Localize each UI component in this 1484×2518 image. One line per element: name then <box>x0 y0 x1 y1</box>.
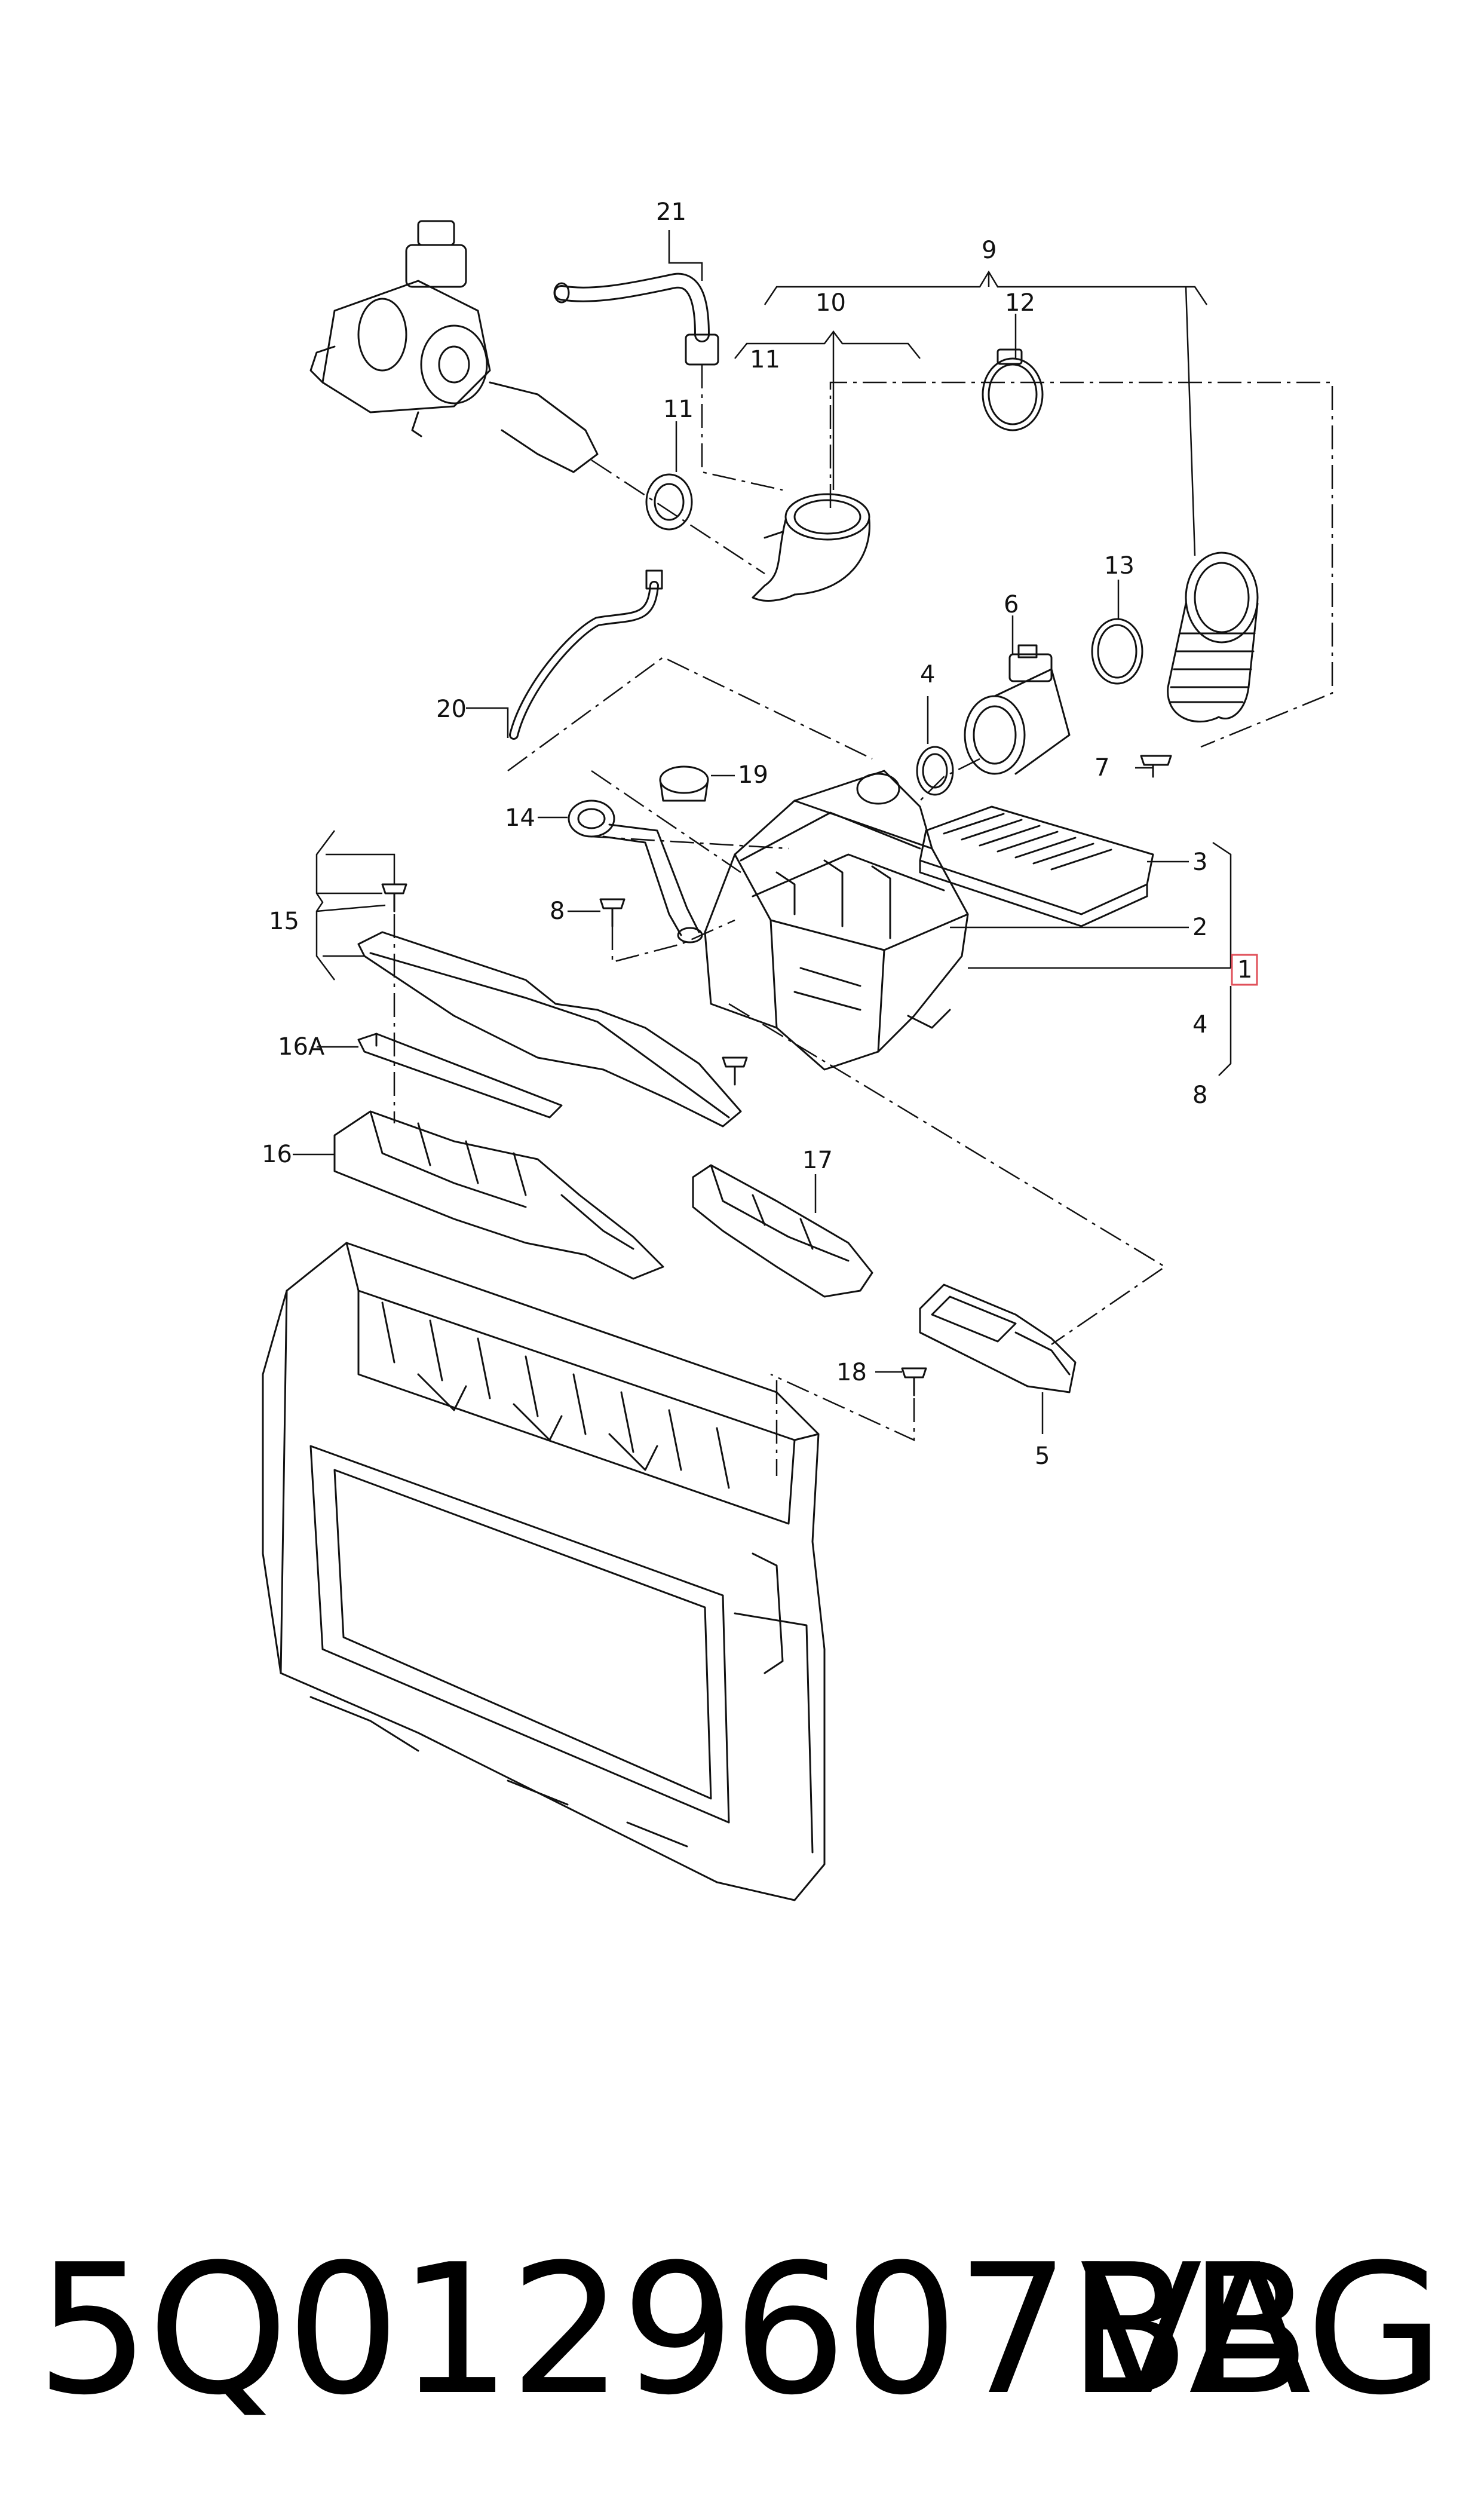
callout-8-left: 8 <box>550 897 565 925</box>
screw-15-bottom-drawing <box>722 1056 748 1086</box>
callout-6: 6 <box>1004 591 1019 618</box>
front-end-carrier-drawing <box>262 1242 826 1901</box>
dashdot-duct <box>728 1003 1167 1346</box>
intake-hose-drawing <box>1167 552 1259 723</box>
callout-17: 17 <box>802 1147 833 1174</box>
callout-5: 5 <box>1035 1442 1050 1470</box>
filter-element-drawing <box>919 805 1154 927</box>
callout-12: 12 <box>1005 289 1035 317</box>
part-number-caption: 5Q0129607BB <box>36 2226 1311 2434</box>
o-ring-left-drawing <box>645 473 693 531</box>
leader-9 <box>988 272 1196 556</box>
exploded-parts-diagram: 21 9 10 12 11 11 13 6 4 20 7 19 14 3 8 1… <box>262 198 1333 1901</box>
dashdot-screw8 <box>611 919 735 963</box>
turbocharger-drawing <box>309 220 599 473</box>
callout-11-left: 11 <box>663 396 694 423</box>
screw-15-top-drawing <box>381 883 407 912</box>
air-guide-16-drawing <box>333 1110 664 1280</box>
callout-14: 14 <box>505 804 535 832</box>
dashdot-hose14 <box>591 770 789 874</box>
grommet-19-drawing <box>659 765 709 802</box>
o-ring-4-drawing <box>916 746 954 796</box>
callout-16: 16 <box>262 1141 292 1168</box>
dashdot-clamp-line <box>829 381 1333 748</box>
callout-10: 10 <box>815 289 846 317</box>
intake-duct-5-drawing <box>919 1283 1077 1393</box>
leader-20 <box>466 707 509 738</box>
callout-21: 21 <box>656 198 686 226</box>
brand-caption: VAG <box>1080 2226 1445 2434</box>
screw-7-drawing <box>1140 755 1172 778</box>
dashdot-hose-to-elbow <box>701 364 783 491</box>
callout-13: 13 <box>1104 552 1135 580</box>
leader-15-top <box>326 853 395 884</box>
air-mass-meter-drawing <box>964 644 1071 775</box>
dashdot-screw18 <box>770 1373 915 1441</box>
callout-15: 15 <box>269 908 299 935</box>
callout-18: 18 <box>836 1359 867 1386</box>
dashdot-filter-route <box>507 656 873 772</box>
highlight-box-1 <box>1231 954 1258 986</box>
screw-18-drawing <box>901 1367 927 1396</box>
callout-1: 1 <box>1237 956 1252 984</box>
callout-19: 19 <box>738 761 768 789</box>
callout-11-top: 11 <box>750 346 780 373</box>
pipe-20-drawing <box>509 581 659 740</box>
hose-clamp-top-drawing <box>982 348 1044 431</box>
dashdot-meter <box>919 758 980 801</box>
breather-hose-drawing <box>553 272 719 366</box>
callout-4-top: 4 <box>920 661 935 688</box>
seal-strip-16a-drawing <box>357 1033 563 1119</box>
cover-seal-15-drawing <box>357 931 742 1128</box>
bracket-15 <box>315 830 386 981</box>
hose-clamp-13-drawing <box>1091 618 1143 685</box>
bracket-1 <box>1212 841 1232 1076</box>
air-guide-17-drawing <box>692 1164 873 1298</box>
callout-9: 9 <box>982 237 997 264</box>
dashdot-turbo-to-elbow <box>591 459 765 575</box>
callout-3: 3 <box>1192 848 1207 876</box>
leader-21 <box>668 230 703 281</box>
hose-14-drawing <box>568 799 703 944</box>
callout-7: 7 <box>1094 754 1109 782</box>
callout-16a: 16A <box>278 1033 325 1061</box>
callout-8-right: 8 <box>1192 1082 1207 1109</box>
air-filter-housing-drawing <box>704 770 969 1071</box>
callout-4-right: 4 <box>1192 1011 1207 1039</box>
callout-2: 2 <box>1192 914 1207 941</box>
screw-8-drawing <box>599 898 626 927</box>
intake-elbow-drawing <box>752 493 870 602</box>
callout-20: 20 <box>436 696 467 723</box>
